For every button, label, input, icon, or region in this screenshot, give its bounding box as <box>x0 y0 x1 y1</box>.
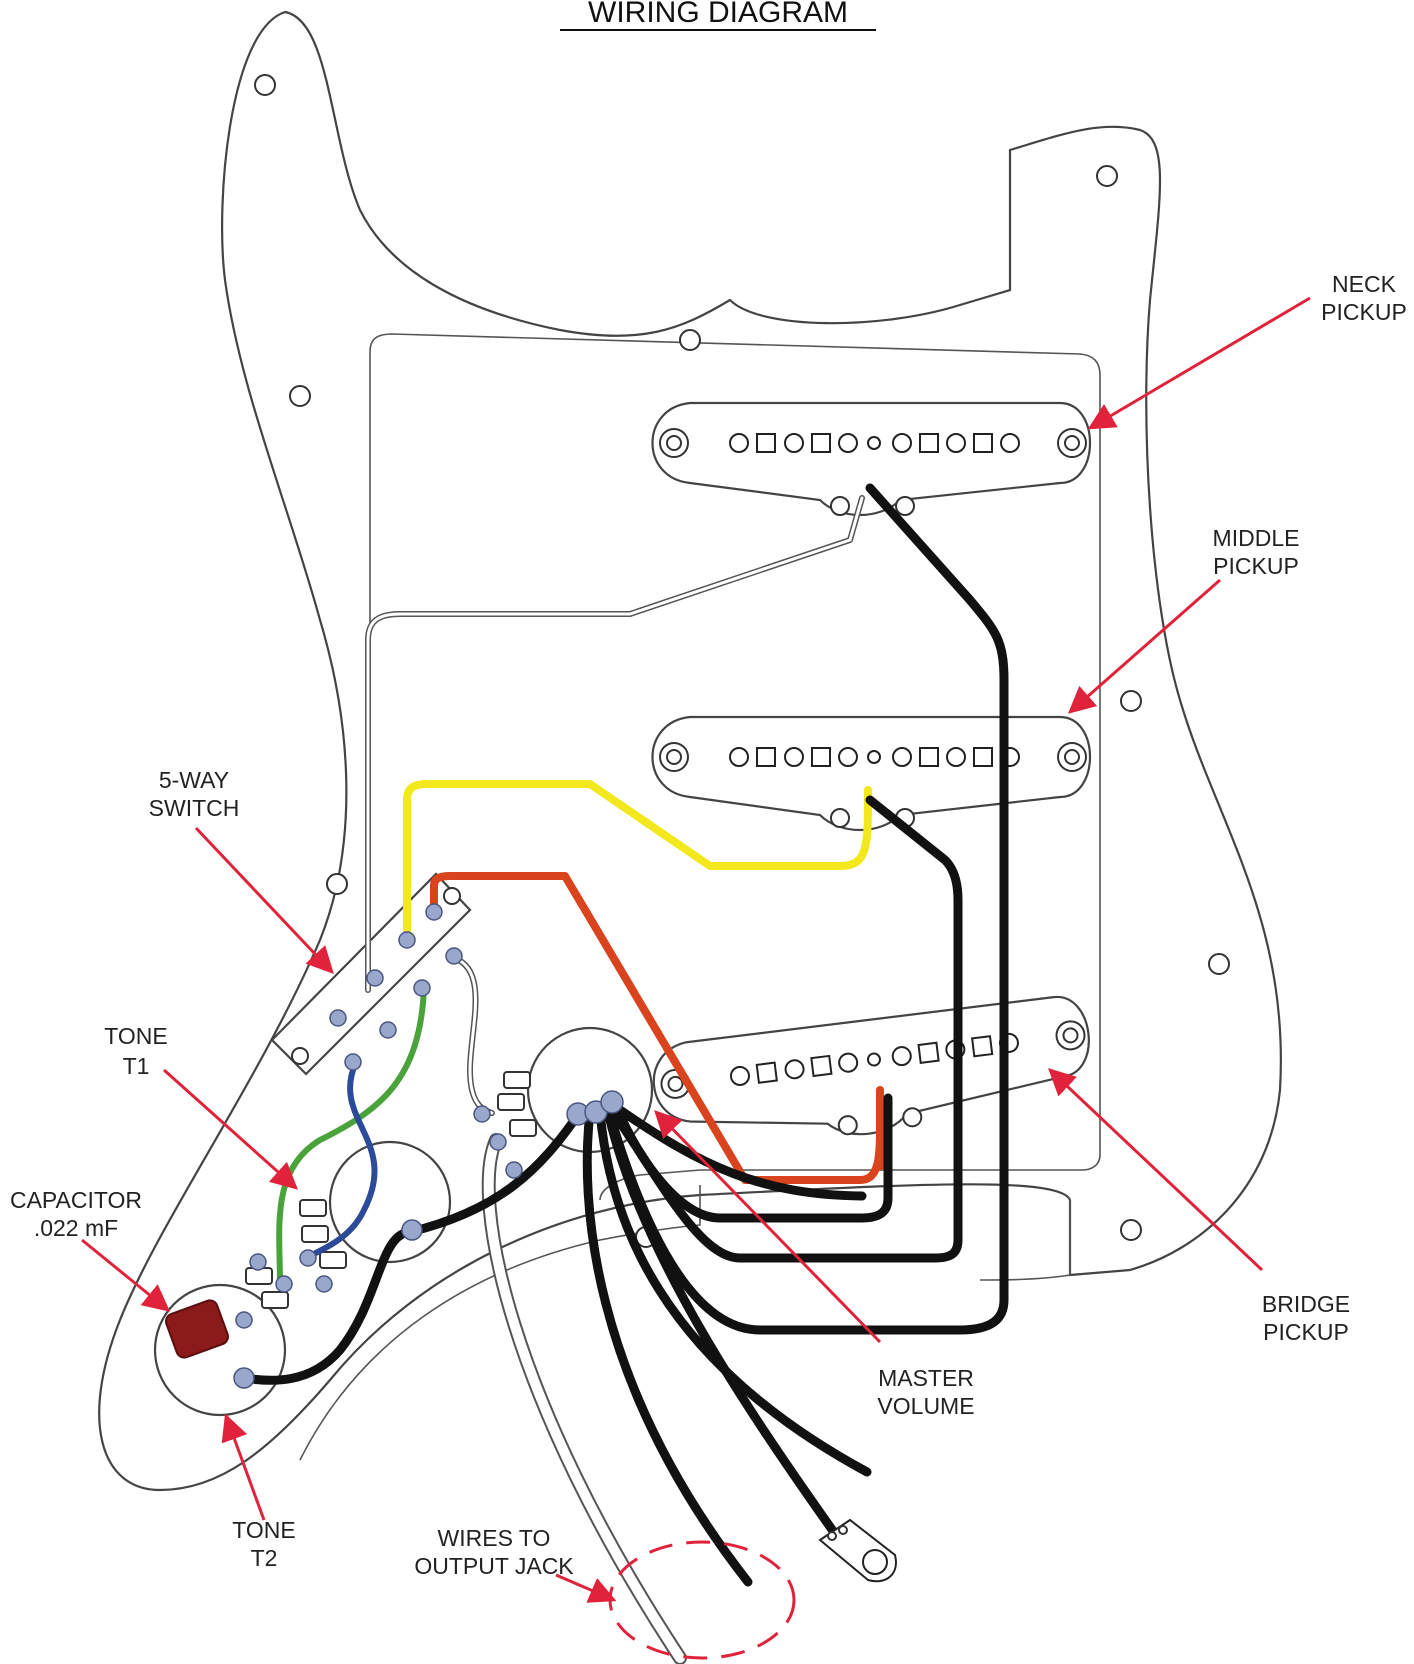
label-line: OUTPUT JACK <box>414 1553 574 1579</box>
label-line: 5-WAY <box>159 767 229 793</box>
pot-terminals <box>245 1071 537 1309</box>
screw-hole <box>1096 165 1118 187</box>
solder-lug <box>275 1275 293 1293</box>
solder-lug <box>366 969 384 987</box>
pole-pieces <box>729 1032 1019 1086</box>
label-tone-t2: TONE T2 <box>232 1517 295 1571</box>
arrow-middle-pickup <box>1067 578 1221 714</box>
arrow-neck-pickup <box>1087 296 1311 430</box>
label-bridge-pickup: BRIDGE PICKUP <box>1262 1291 1350 1345</box>
label-line: TONE <box>104 1023 167 1049</box>
pole-pieces <box>729 747 1020 767</box>
solder-lug <box>344 1053 362 1071</box>
label-output-jack: WIRES TO OUTPUT JACK <box>414 1525 574 1579</box>
bridge-pickup <box>652 996 1090 1136</box>
solder-lug <box>413 979 431 997</box>
solder-lug <box>425 903 443 921</box>
label-middle-pickup: MIDDLE PICKUP <box>1213 525 1300 579</box>
label-line: MIDDLE <box>1213 525 1300 551</box>
diagram-title: WIRING DIAGRAM <box>588 0 848 29</box>
label-capacitor: CAPACITOR .022 mF <box>10 1187 142 1241</box>
control-cavity-lower <box>299 1185 701 1461</box>
solder-lug <box>315 1275 333 1293</box>
white-wires <box>365 495 865 1664</box>
capacitor-component <box>165 1299 229 1359</box>
label-line: T2 <box>251 1545 278 1571</box>
solder-lug <box>505 1161 523 1179</box>
screw-hole <box>254 74 276 96</box>
label-line: PICKUP <box>1321 299 1407 325</box>
label-master-volume: MASTER VOLUME <box>877 1365 974 1419</box>
label-line: CAPACITOR <box>10 1187 142 1213</box>
solder-lug <box>299 1249 317 1267</box>
solder-lugs <box>233 903 624 1389</box>
arrow-tone-t2 <box>221 1413 266 1521</box>
annotation-arrows <box>81 296 1311 1603</box>
green-wire <box>276 985 427 1285</box>
arrow-bridge-pickup <box>1048 1068 1264 1272</box>
solder-lug <box>401 1219 423 1241</box>
label-line: TONE <box>232 1517 295 1543</box>
screw-hole <box>289 385 311 407</box>
arrow-output-jack <box>555 1573 617 1603</box>
solder-lug <box>379 1021 397 1039</box>
screw-hole <box>679 329 701 351</box>
screw-hole <box>1120 1219 1142 1241</box>
label-line: T1 <box>123 1053 150 1079</box>
screw-hole <box>1208 953 1230 975</box>
solder-lug <box>249 1253 267 1271</box>
blue-wire <box>307 1059 378 1259</box>
solder-lug <box>233 1367 255 1389</box>
label-line: WIRES TO <box>438 1525 551 1551</box>
solder-lug <box>445 947 463 965</box>
solder-lug <box>600 1090 624 1114</box>
yellow-wire <box>403 780 872 942</box>
screw-hole <box>1120 690 1142 712</box>
solder-lug <box>489 1133 507 1151</box>
neck-pickup <box>651 401 1091 517</box>
mounting-holes <box>254 74 1230 1248</box>
solder-lug <box>398 931 416 949</box>
label-line: NECK <box>1332 271 1397 297</box>
black-wires <box>239 483 1009 1587</box>
label-line: BRIDGE <box>1262 1291 1350 1317</box>
arrow-tone-t1 <box>163 1068 299 1190</box>
arrow-five-way-switch <box>194 826 334 974</box>
label-tone-t1: TONE T1 <box>104 1023 167 1079</box>
label-line: PICKUP <box>1213 553 1299 579</box>
label-line: PICKUP <box>1263 1319 1349 1345</box>
arrow-capacitor <box>81 1238 171 1312</box>
label-five-way-switch: 5-WAY SWITCH <box>149 767 240 821</box>
control-cavity-outline <box>979 1200 1071 1281</box>
label-line: SWITCH <box>149 795 240 821</box>
pole-pieces <box>729 433 1020 453</box>
middle-pickup <box>651 715 1091 832</box>
label-line: VOLUME <box>877 1393 974 1419</box>
solder-lug <box>473 1105 491 1123</box>
arrow-master-volume <box>654 1110 882 1344</box>
screw-hole <box>326 873 348 895</box>
solder-lug <box>329 1009 347 1027</box>
label-line: MASTER <box>878 1365 974 1391</box>
label-neck-pickup: NECK PICKUP <box>1321 271 1407 325</box>
solder-lug <box>235 1311 253 1329</box>
label-line: .022 mF <box>34 1215 118 1241</box>
ground-tab <box>818 1518 897 1583</box>
